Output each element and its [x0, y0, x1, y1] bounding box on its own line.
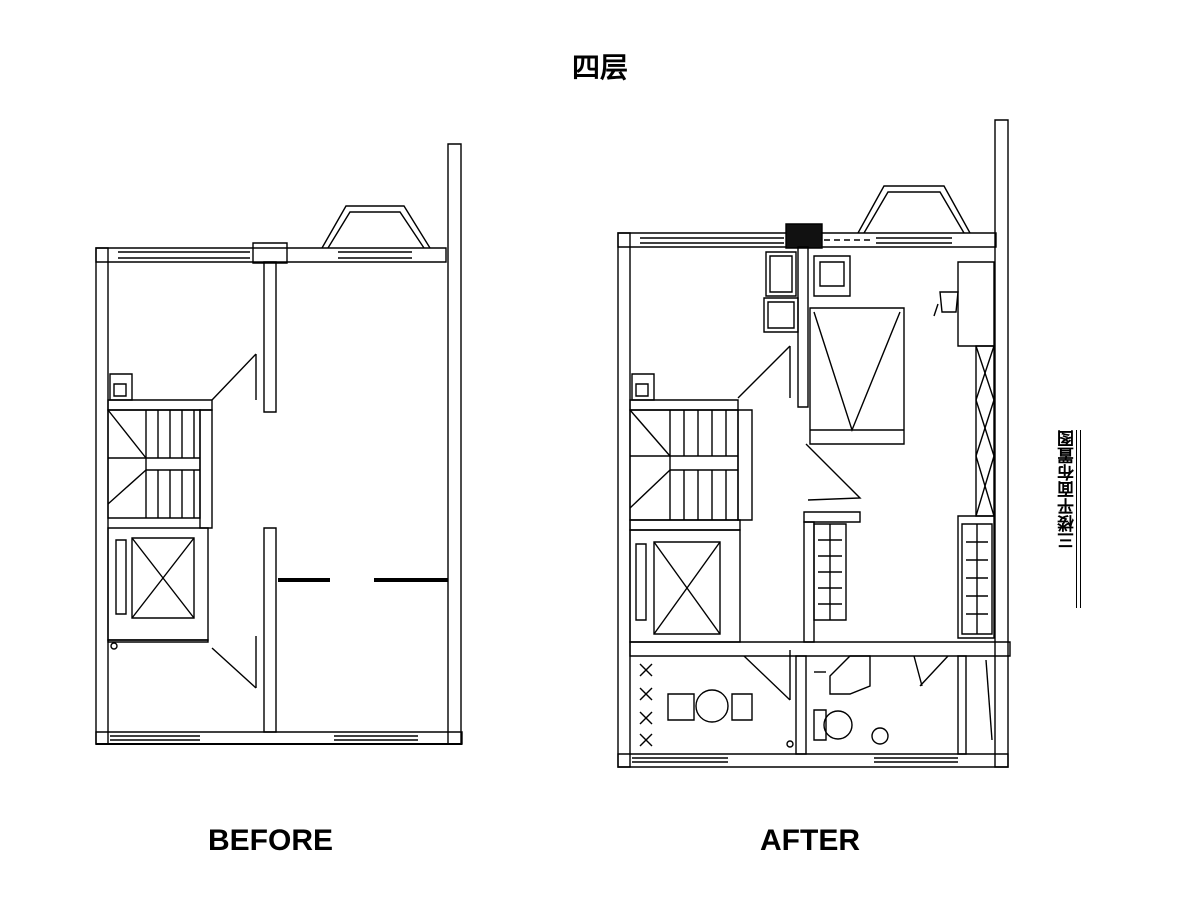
after-wardrobe-hangers: [814, 524, 992, 634]
side-label-underline: [1076, 430, 1077, 608]
before-drain: [111, 643, 117, 649]
after-appliances: [764, 252, 798, 332]
after-stairs: [630, 410, 738, 520]
side-label-underline-2: [1080, 430, 1081, 608]
after-doors: [738, 346, 948, 700]
before-interior-walls: [108, 262, 448, 732]
after-wardrobe-right: [976, 346, 994, 516]
after-desk-chair: [934, 292, 958, 316]
after-column: [786, 224, 822, 248]
plan-side-label: 三楼平面布置图: [1058, 430, 1078, 549]
before-door: [212, 354, 256, 688]
after-armchair: [814, 256, 850, 296]
after-bed: [810, 308, 904, 444]
after-caption: AFTER: [760, 824, 860, 857]
after-bathroom: [814, 656, 992, 744]
before-elevator: [108, 528, 208, 640]
before-caption: BEFORE: [208, 824, 334, 857]
page-title: 四层: [571, 51, 628, 84]
after-interior-walls: [630, 247, 1010, 754]
after-wall-fixture: [632, 374, 654, 400]
after-plan: [618, 120, 1010, 767]
before-plan: [96, 144, 462, 744]
before-outer-walls: [96, 144, 462, 744]
before-stairs: [108, 410, 200, 518]
after-lounge: [640, 664, 793, 747]
after-elevator: [630, 530, 740, 642]
